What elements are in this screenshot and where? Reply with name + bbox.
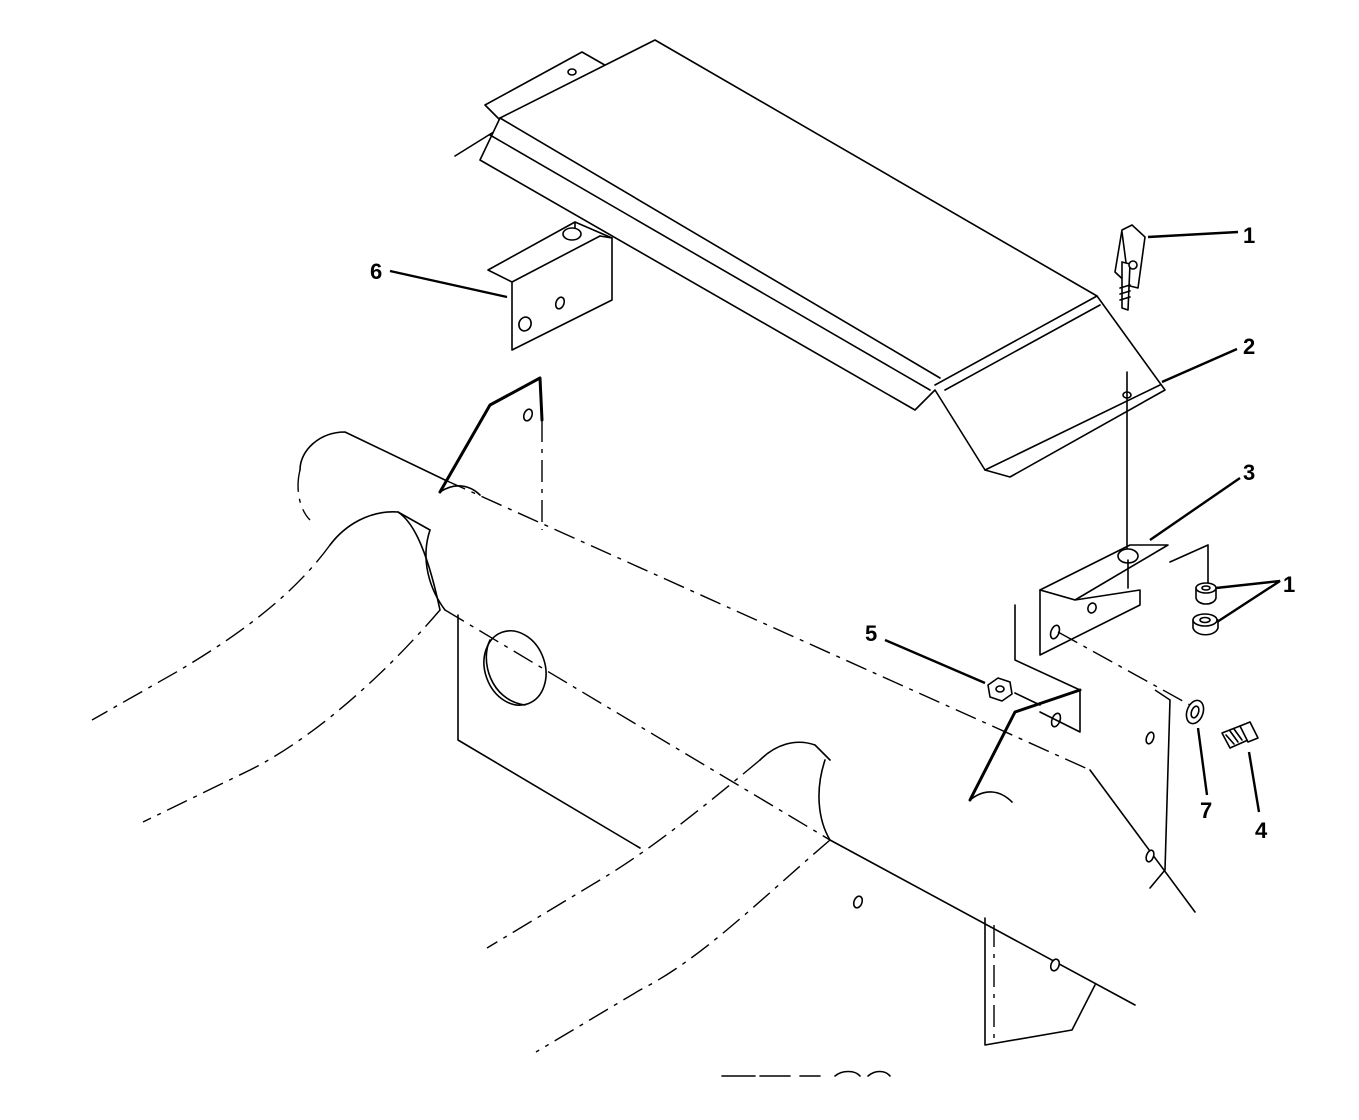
bolt-part-4	[1221, 721, 1259, 749]
callout-1-pin: 1	[1243, 223, 1255, 248]
callout-leaders	[389, 230, 1281, 813]
callout-4-bolt: 4	[1255, 818, 1268, 843]
callout-2-cover: 2	[1243, 334, 1255, 359]
lynch-pin-part-1	[1114, 224, 1146, 311]
bracket-part-6	[487, 221, 613, 351]
callout-5-hex-nut: 5	[865, 621, 877, 646]
callout-3-bracket: 3	[1243, 460, 1255, 485]
cover-part-2	[454, 39, 1166, 478]
frame-assembly	[91, 376, 1196, 1077]
alignment-line-bolt	[1057, 631, 1191, 706]
callout-7-washer: 7	[1200, 798, 1212, 823]
hex-nut-part-5	[987, 677, 1013, 702]
bracket-part-3	[1014, 544, 1209, 691]
alignment-line-nut	[1014, 692, 1041, 706]
callout-labels: 1 2 3 1 5 6 7 4	[370, 223, 1295, 843]
callout-1-nuts: 1	[1283, 572, 1295, 597]
washer-part-7	[1185, 699, 1205, 725]
flange-nuts-part-1	[1192, 582, 1219, 636]
callout-6-bracket: 6	[370, 259, 382, 284]
